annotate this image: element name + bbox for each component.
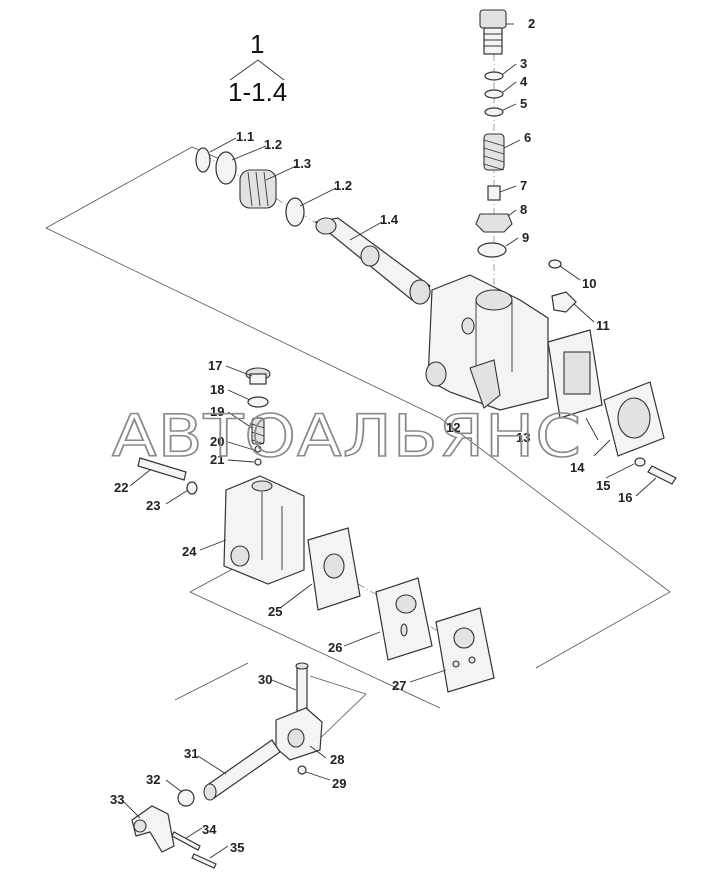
- cover-part-14: [603, 381, 665, 457]
- nut-part-11: [551, 291, 577, 313]
- callout-26: 26: [328, 640, 342, 655]
- bolt-part-16: [647, 465, 677, 485]
- plug-part-2: [479, 9, 507, 55]
- rod-part-30: [295, 662, 309, 715]
- body-part-24: [223, 475, 305, 585]
- callout-13: 13: [516, 430, 530, 445]
- callout-29: 29: [332, 776, 346, 791]
- washer-part-18: [247, 396, 269, 408]
- callout-5: 5: [520, 96, 527, 111]
- watermark: АВТОАЛЬЯНС: [112, 402, 582, 470]
- clip-part-29: [297, 765, 307, 775]
- spring-pin-part-34: [171, 831, 201, 851]
- disc-part-1-2-left: [215, 151, 237, 185]
- callout-15: 15: [596, 478, 610, 493]
- callout-23: 23: [146, 498, 160, 513]
- title-brace: [229, 59, 285, 81]
- callout-14: 14: [570, 460, 585, 475]
- callout-1-2-left: 1.2: [264, 137, 282, 152]
- spring-part-19: [251, 417, 265, 445]
- block-part-28: [275, 707, 323, 761]
- plate-part-26: [375, 577, 433, 661]
- pin-part-7: [487, 185, 501, 201]
- callout-28: 28: [330, 752, 344, 767]
- callout-7: 7: [520, 178, 527, 193]
- callout-30: 30: [258, 672, 272, 687]
- nut-part-8: [475, 213, 513, 233]
- washer-part-5: [484, 107, 504, 117]
- spring-part-6: [483, 133, 505, 171]
- callout-6: 6: [524, 130, 531, 145]
- bolt-part-22: [137, 457, 187, 481]
- assembly-frame-upper: [45, 146, 223, 229]
- callout-17: 17: [208, 358, 222, 373]
- callout-10: 10: [582, 276, 596, 291]
- callout-25: 25: [268, 604, 282, 619]
- ring-part-1-1: [195, 147, 211, 173]
- ring-part-9: [477, 242, 507, 258]
- gasket-part-27: [435, 607, 495, 693]
- callout-21: 21: [210, 452, 224, 467]
- gasket-part-13-window: [563, 351, 591, 395]
- lever-part-33: [131, 805, 175, 853]
- assembly-range: 1-1.4: [228, 77, 287, 107]
- callout-9: 9: [522, 230, 529, 245]
- washer-part-10: [548, 259, 562, 269]
- callout-27: 27: [392, 678, 406, 693]
- callout-19: 19: [210, 404, 224, 419]
- cap-part-17: [245, 367, 271, 385]
- washer-part-3: [484, 71, 504, 81]
- callout-11: 11: [596, 318, 610, 333]
- callout-1-4: 1.4: [380, 212, 399, 227]
- callout-1-3: 1.3: [293, 156, 311, 171]
- callout-35: 35: [230, 840, 244, 855]
- assembly-number: 1: [250, 29, 264, 59]
- callout-3: 3: [520, 56, 527, 71]
- callout-2: 2: [528, 16, 535, 31]
- leader-lines: [123, 23, 657, 859]
- pin-part-35: [191, 853, 217, 869]
- spring-part-1-3: [239, 169, 277, 209]
- callout-4: 4: [520, 74, 528, 89]
- washer-part-4: [484, 89, 504, 99]
- disc-part-1-2-right: [285, 197, 305, 227]
- callout-1-1: 1.1: [236, 129, 254, 144]
- shaft-part-1-4: [314, 217, 431, 305]
- callout-12: 12: [446, 420, 460, 435]
- callout-1-2-right: 1.2: [334, 178, 352, 193]
- housing-part-12: [425, 274, 549, 411]
- callout-34: 34: [202, 822, 217, 837]
- washer-part-23: [186, 481, 198, 495]
- ball-part-20: [254, 445, 262, 453]
- callout-20: 20: [210, 434, 224, 449]
- washer-part-32: [177, 789, 195, 807]
- gasket-part-25: [307, 527, 361, 611]
- callout-33: 33: [110, 792, 124, 807]
- callout-8: 8: [520, 202, 527, 217]
- callout-32: 32: [146, 772, 160, 787]
- ball-part-21: [254, 458, 262, 466]
- callout-31: 31: [184, 746, 198, 761]
- callout-24: 24: [182, 544, 197, 559]
- assembly-frame-diagonal: [45, 227, 671, 669]
- callout-22: 22: [114, 480, 128, 495]
- washer-part-15: [634, 457, 646, 467]
- lever-frame: [174, 662, 367, 749]
- shaft-part-31: [203, 739, 281, 801]
- callout-18: 18: [210, 382, 224, 397]
- callout-16: 16: [618, 490, 632, 505]
